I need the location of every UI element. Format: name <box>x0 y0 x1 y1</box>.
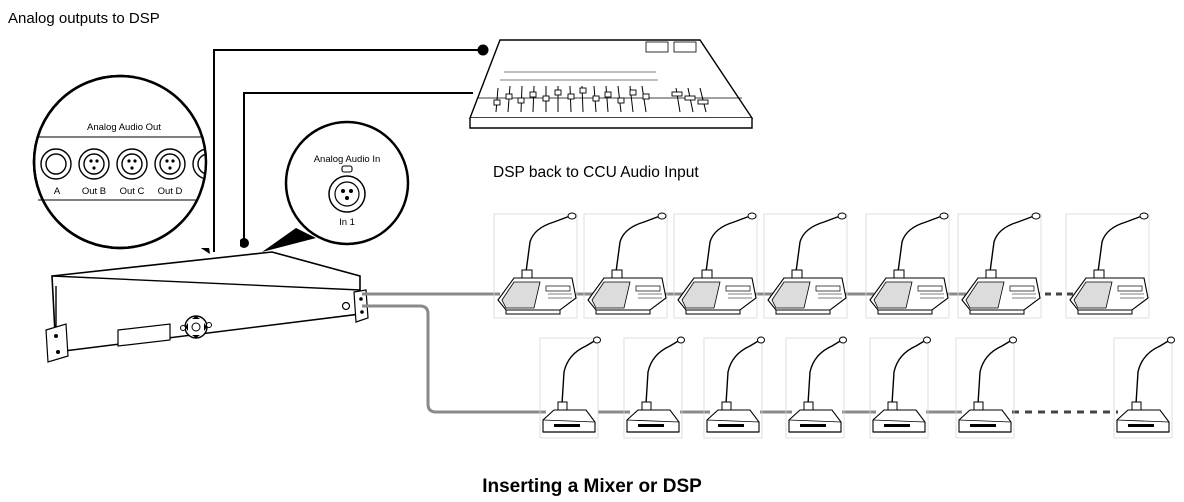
audio-mixer-console-icon <box>468 39 754 129</box>
connector-label-a: A <box>54 186 61 197</box>
delegate-unit-icon <box>785 336 848 439</box>
connector-label-out-b: Out B <box>82 186 106 197</box>
analog-in-callout: Analog Audio In In 1 <box>262 120 410 252</box>
delegate-unit-icon <box>1113 336 1176 439</box>
delegate-unit-icon <box>539 336 602 439</box>
delegate-unit-row <box>539 336 1176 439</box>
analog-in-heading: Analog Audio In <box>314 154 381 165</box>
chairman-unit-row <box>493 212 1150 319</box>
chairman-unit-icon <box>763 212 848 319</box>
delegate-chain-cable-2 <box>362 304 1118 414</box>
delegate-unit-icon <box>623 336 686 439</box>
connector-label-out-c: Out C <box>120 186 145 197</box>
chairman-unit-icon <box>673 212 758 319</box>
chairman-unit-icon <box>1065 212 1150 319</box>
outputs-to-dsp-label: Analog outputs to DSP <box>8 10 160 27</box>
connector-label-out-d: Out D <box>158 186 183 197</box>
delegate-unit-icon <box>869 336 932 439</box>
analog-out-heading: Analog Audio Out <box>87 122 161 133</box>
dsp-back-label: DSP back to CCU Audio Input <box>493 164 699 181</box>
analog-in-connector-label: In 1 <box>339 217 355 228</box>
diagram-title: Inserting a Mixer or DSP <box>482 476 702 497</box>
chairman-unit-icon <box>865 212 950 319</box>
delegate-unit-icon <box>955 336 1018 439</box>
central-control-unit-icon <box>45 251 369 363</box>
chairman-unit-icon <box>957 212 1042 319</box>
chairman-unit-icon <box>493 212 578 319</box>
delegate-unit-icon <box>703 336 766 439</box>
chairman-unit-icon <box>583 212 668 319</box>
